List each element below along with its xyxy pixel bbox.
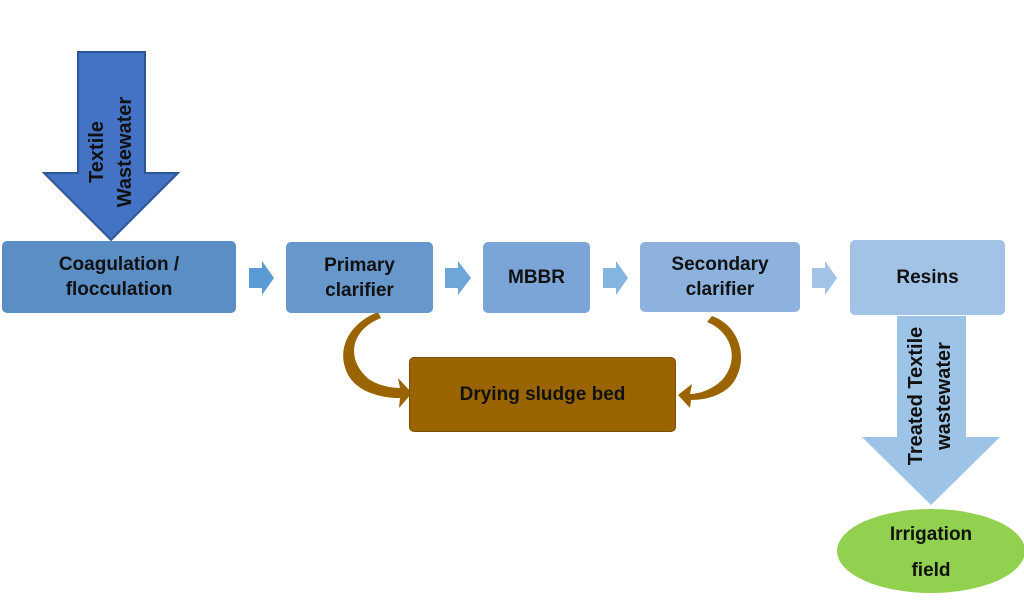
step-coagulation-line2: flocculation	[65, 279, 173, 300]
flow-arrow-3	[603, 261, 628, 295]
output-arrow	[862, 316, 1000, 505]
input-arrow	[41, 51, 181, 242]
output-label-line1: Treated Textile	[905, 326, 927, 466]
step-resins-line1: Resins	[896, 267, 959, 288]
output-arrow-label: Treated Textile wastewater	[902, 324, 960, 468]
irrigation-line2: field	[911, 560, 951, 581]
step-secondary-clarifier[interactable]: Secondary clarifier	[640, 242, 800, 312]
sludge-arrow-left	[343, 312, 412, 408]
step-primary-clarifier[interactable]: Primary clarifier	[286, 242, 433, 313]
step-secondary-line2: clarifier	[685, 279, 755, 300]
irrigation-field[interactable]: Irrigation field	[850, 515, 1012, 591]
output-label-line2: wastewater	[933, 342, 955, 450]
step-coagulation-line1: Coagulation /	[58, 254, 180, 275]
flow-arrow-4	[812, 261, 837, 295]
input-label-line2: Wastewater	[114, 96, 136, 208]
drying-sludge-bed-label: Drying sludge bed	[459, 384, 626, 405]
drying-sludge-bed[interactable]: Drying sludge bed	[409, 357, 676, 432]
input-arrow-label: Textile Wastewater	[83, 87, 139, 217]
sludge-arrow-right	[678, 316, 742, 408]
input-label-line1: Textile	[86, 121, 108, 183]
flow-arrow-1	[249, 261, 274, 295]
step-primary-line2: clarifier	[325, 279, 394, 301]
flow-arrow-2	[445, 261, 471, 295]
irrigation-field-shape	[837, 509, 1024, 593]
irrigation-line1: Irrigation	[889, 524, 973, 545]
step-resins[interactable]: Resins	[850, 240, 1005, 315]
step-secondary-line1: Secondary	[671, 254, 769, 275]
step-mbbr[interactable]: MBBR	[483, 242, 590, 313]
step-coagulation[interactable]: Coagulation / flocculation	[2, 241, 236, 313]
step-primary-line1: Primary	[324, 254, 395, 276]
step-mbbr-line1: MBBR	[508, 267, 565, 288]
